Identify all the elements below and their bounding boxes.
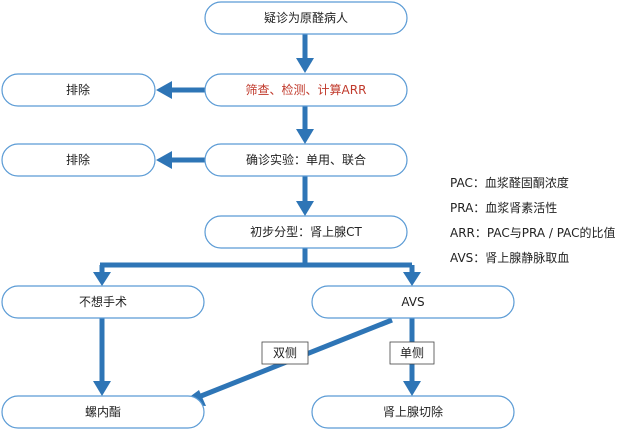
node-adrenalectomy: 肾上腺切除 [311, 395, 515, 429]
node-exclude-2-label: 排除 [66, 152, 90, 167]
node-screen-label: 筛查、检测、计算ARR [246, 82, 367, 97]
edge-label-bilateral-text: 双侧 [273, 346, 297, 360]
node-classify: 初步分型：肾上腺CT [204, 215, 408, 249]
node-spironolactone: 螺内酯 [1, 395, 205, 429]
node-classify-label: 初步分型：肾上腺CT [250, 225, 362, 239]
edge-label-bilateral: 双侧 [261, 341, 309, 365]
node-exclude-1: 排除 [1, 73, 156, 107]
edge-label-unilateral-text: 单侧 [400, 346, 424, 360]
node-suspect: 疑诊为原醛病人 [204, 1, 408, 35]
arrowhead-no-surgery [93, 272, 111, 286]
arrowhead-spironolactone [93, 381, 111, 396]
node-no-surgery-label: 不想手术 [79, 294, 127, 309]
arrowhead-exclude-2 [156, 151, 172, 169]
arrowhead-screen [296, 58, 314, 73]
legend-item-pra: PRA：血浆肾素活性 [450, 200, 557, 215]
abbreviation-legend: PAC：血浆醛固酮浓度 PRA：血浆肾素活性 ARR：PAC与PRA / PAC… [450, 175, 616, 265]
node-avs-label: AVS [401, 295, 424, 309]
node-exclude-2: 排除 [1, 143, 156, 177]
arrowhead-confirm [296, 129, 314, 144]
arrowhead-classify [296, 201, 314, 216]
node-spironolactone-label: 螺内酯 [85, 405, 121, 419]
node-confirm: 确诊实验：单用、联合 [204, 143, 408, 177]
legend-item-arr: ARR：PAC与PRA / PAC的比值 [450, 225, 616, 240]
node-exclude-1-label: 排除 [66, 82, 90, 97]
edge-label-unilateral: 单侧 [389, 341, 435, 365]
arrowhead-adrenalectomy [403, 381, 421, 396]
node-suspect-label: 疑诊为原醛病人 [264, 10, 348, 25]
legend-item-avs: AVS：肾上腺静脉取血 [450, 250, 569, 265]
node-screen: 筛查、检测、计算ARR [204, 73, 408, 107]
connectors [93, 34, 421, 406]
legend-item-pac: PAC：血浆醛固酮浓度 [450, 175, 569, 190]
node-no-surgery: 不想手术 [1, 285, 205, 319]
arrowhead-avs [403, 272, 421, 286]
node-adrenalectomy-label: 肾上腺切除 [383, 404, 443, 419]
node-confirm-label: 确诊实验：单用、联合 [246, 152, 366, 167]
node-avs: AVS [311, 285, 515, 319]
arrowhead-exclude-1 [156, 81, 172, 99]
